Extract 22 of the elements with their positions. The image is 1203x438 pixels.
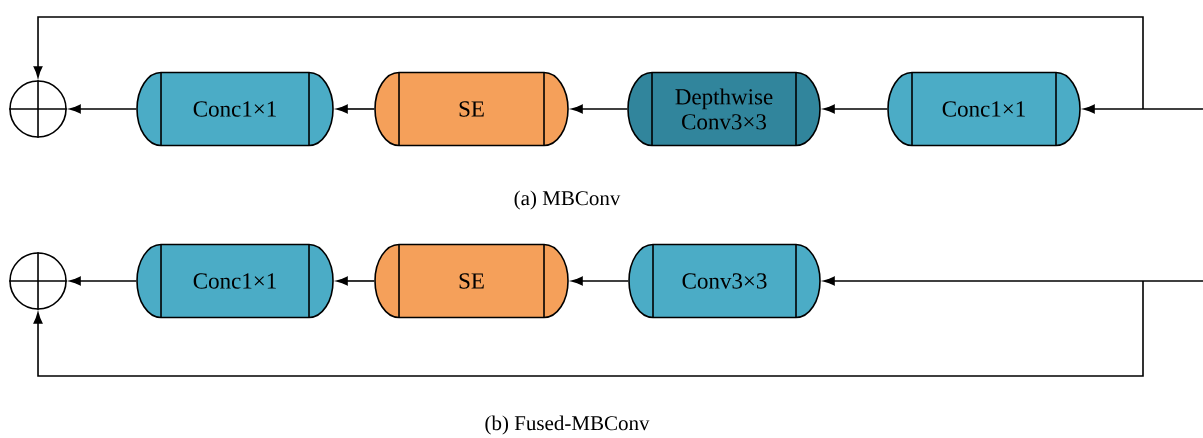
arrow bbox=[336, 276, 375, 286]
arrow bbox=[823, 276, 1203, 286]
arrow bbox=[571, 104, 628, 114]
adder-circle bbox=[8, 251, 68, 311]
arrow bbox=[33, 280, 1144, 377]
arrow bbox=[33, 16, 1144, 110]
capsule-box: Conv3×3 bbox=[628, 243, 821, 319]
arrow bbox=[823, 104, 888, 114]
capsule-box: SE bbox=[374, 243, 569, 319]
arrow bbox=[69, 276, 137, 286]
capsule-box: Conc1×1 bbox=[887, 71, 1081, 147]
capsule-box: Depthwise Conv3×3 bbox=[627, 71, 821, 147]
caption: (a) MBConv bbox=[514, 190, 621, 210]
arrow bbox=[336, 104, 375, 114]
caption: (b) Fused-MBConv bbox=[485, 415, 650, 435]
capsule-box: Conc1×1 bbox=[136, 71, 334, 147]
arrow bbox=[571, 276, 629, 286]
capsule-box: Conc1×1 bbox=[136, 243, 334, 319]
adder-circle bbox=[8, 79, 68, 139]
capsule-box: SE bbox=[374, 71, 569, 147]
arrow bbox=[69, 104, 137, 114]
arrow bbox=[1083, 104, 1203, 114]
